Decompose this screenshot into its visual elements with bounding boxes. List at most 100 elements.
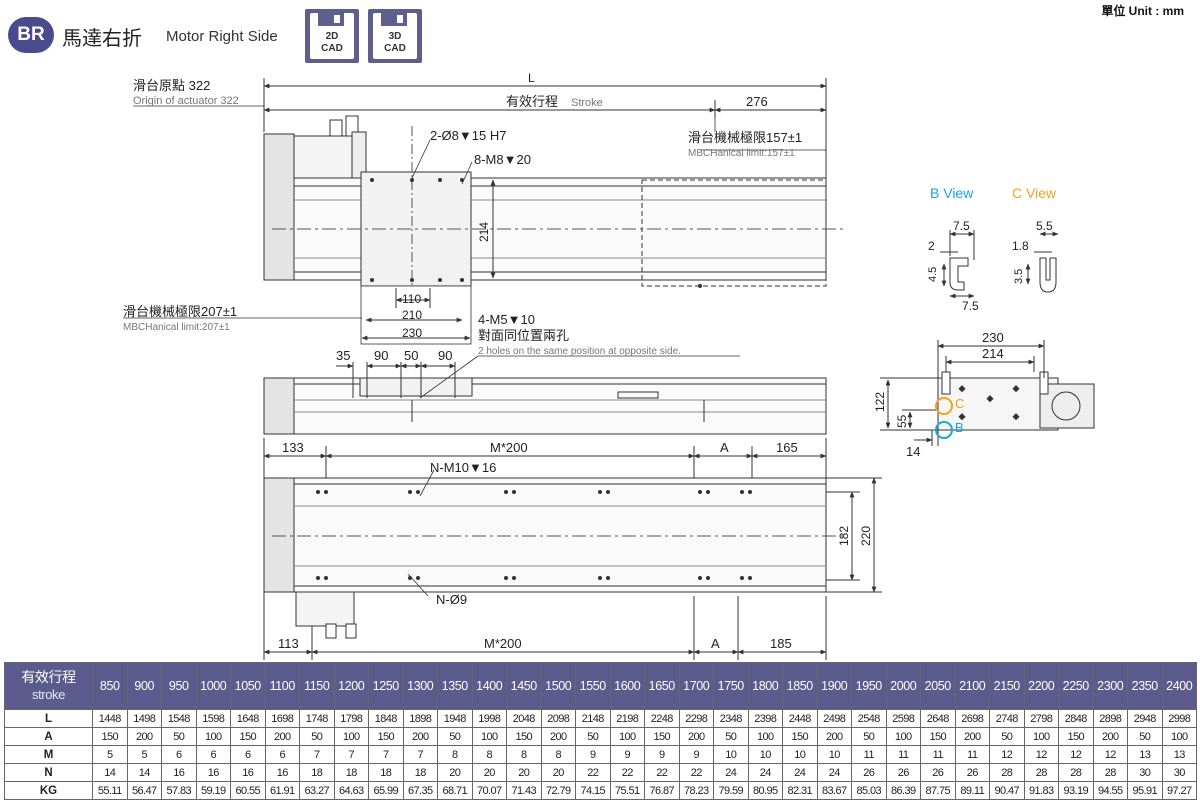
table-cell: 22 [609, 763, 645, 782]
table-cell: 22 [575, 763, 611, 782]
hole-note-en: 2 holes on the same position at opposite… [478, 346, 681, 357]
table-cell: 50 [713, 727, 749, 746]
table-cell: 2398 [747, 709, 783, 728]
table-cell: 95.91 [1127, 781, 1163, 800]
b-dim-7-5-top: 7.5 [953, 219, 970, 233]
top-view [123, 78, 845, 345]
table-cell: 150 [644, 727, 680, 746]
table-cell: 1748 [299, 709, 335, 728]
bottom-view [263, 438, 882, 660]
stroke-header-cell: 1650 [644, 662, 680, 710]
table-cell: 12 [1023, 745, 1059, 764]
table-cell: 16 [230, 763, 266, 782]
table-cell: 100 [195, 727, 231, 746]
table-cell: 9 [644, 745, 680, 764]
table-cell: 100 [1161, 727, 1197, 746]
table-cell: 28 [1058, 763, 1094, 782]
table-cell: 13 [1127, 745, 1163, 764]
stroke-header-cell: 1950 [851, 662, 887, 710]
table-cell: 8 [506, 745, 542, 764]
unit-label: 單位 Unit : mm [1101, 4, 1184, 18]
table-cell: 50 [161, 727, 197, 746]
cad-3d-button[interactable]: 3D CAD [368, 9, 422, 63]
dim-35: 35 [336, 348, 350, 363]
table-cell: 50 [989, 727, 1025, 746]
table-cell: 100 [609, 727, 645, 746]
dim-214: 214 [477, 222, 491, 242]
dim-276: 276 [746, 94, 768, 109]
stroke-header-cell: 2250 [1058, 662, 1094, 710]
table-cell: 20 [506, 763, 542, 782]
cad-2d-button[interactable]: 2D CAD [305, 9, 359, 63]
stroke-header-cell: 1300 [402, 662, 438, 710]
floppy-icon [373, 13, 417, 59]
table-cell: 28 [989, 763, 1025, 782]
table-cell: 86.39 [885, 781, 921, 800]
table-cell: 61.91 [264, 781, 300, 800]
table-cell: 2348 [713, 709, 749, 728]
table-cell: 50 [1127, 727, 1163, 746]
stroke-header-cell: 2350 [1127, 662, 1163, 710]
limit-right-zh: 滑台機械極限157±1 [688, 130, 802, 145]
table-cell: 1498 [126, 709, 162, 728]
stroke-header-cell: 1700 [678, 662, 714, 710]
table-cell: 89.11 [954, 781, 990, 800]
table-cell: 100 [1023, 727, 1059, 746]
table-cell: 2848 [1058, 709, 1094, 728]
table-cell: 12 [1092, 745, 1128, 764]
table-cell: 1448 [92, 709, 128, 728]
table-cell: 1898 [402, 709, 438, 728]
table-cell: 200 [1092, 727, 1128, 746]
stroke-header-cell: 1000 [195, 662, 231, 710]
dim-A-bottom: A [711, 636, 720, 651]
table-cell: 6 [230, 745, 266, 764]
stroke-header-cell: 1150 [299, 662, 335, 710]
table-cell: 5 [92, 745, 128, 764]
stroke-header-cell: 1100 [264, 662, 300, 710]
stroke-header-cell: 1250 [368, 662, 404, 710]
stroke-header-cell: 1850 [782, 662, 818, 710]
end-dim-214: 214 [982, 346, 1004, 361]
table-cell: 24 [782, 763, 818, 782]
table-cell: 18 [299, 763, 335, 782]
table-cell: 1848 [368, 709, 404, 728]
table-cell: 60.55 [230, 781, 266, 800]
table-cell: 150 [782, 727, 818, 746]
table-cell: 1948 [437, 709, 473, 728]
table-cell: 2698 [954, 709, 990, 728]
dim-90-a: 90 [374, 348, 388, 363]
hole-spec-m5: 4-M5▼10 [478, 312, 535, 327]
table-cell: 6 [195, 745, 231, 764]
table-cell: 2598 [885, 709, 921, 728]
stroke-header-cell: 950 [161, 662, 197, 710]
table-cell: 91.83 [1023, 781, 1059, 800]
stroke-label-zh: 有效行程 [506, 94, 558, 109]
table-cell: 16 [195, 763, 231, 782]
b-dim-2: 2 [928, 239, 935, 253]
table-cell: 12 [1058, 745, 1094, 764]
table-cell: 2148 [575, 709, 611, 728]
table-cell: 7 [402, 745, 438, 764]
origin-label-zh: 滑台原點 322 [133, 78, 210, 93]
table-cell: 1998 [471, 709, 507, 728]
b-view-title: B View [930, 185, 974, 201]
stroke-header-cell: 2000 [885, 662, 921, 710]
table-cell: 97.27 [1161, 781, 1197, 800]
hole-spec-m8: 8-M8▼20 [474, 152, 531, 167]
table-cell: 100 [333, 727, 369, 746]
table-cell: 26 [885, 763, 921, 782]
dim-210: 210 [402, 308, 422, 322]
c-dim-1-8: 1.8 [1012, 239, 1029, 253]
c-dim-3-5: 3.5 [1013, 269, 1025, 284]
table-cell: 20 [471, 763, 507, 782]
stroke-header-cell: 1550 [575, 662, 611, 710]
table-cell: 2248 [644, 709, 680, 728]
table-cell: 2098 [540, 709, 576, 728]
hole-spec-m10: N-M10▼16 [430, 460, 496, 475]
table-cell: 1548 [161, 709, 197, 728]
table-cell: 26 [851, 763, 887, 782]
